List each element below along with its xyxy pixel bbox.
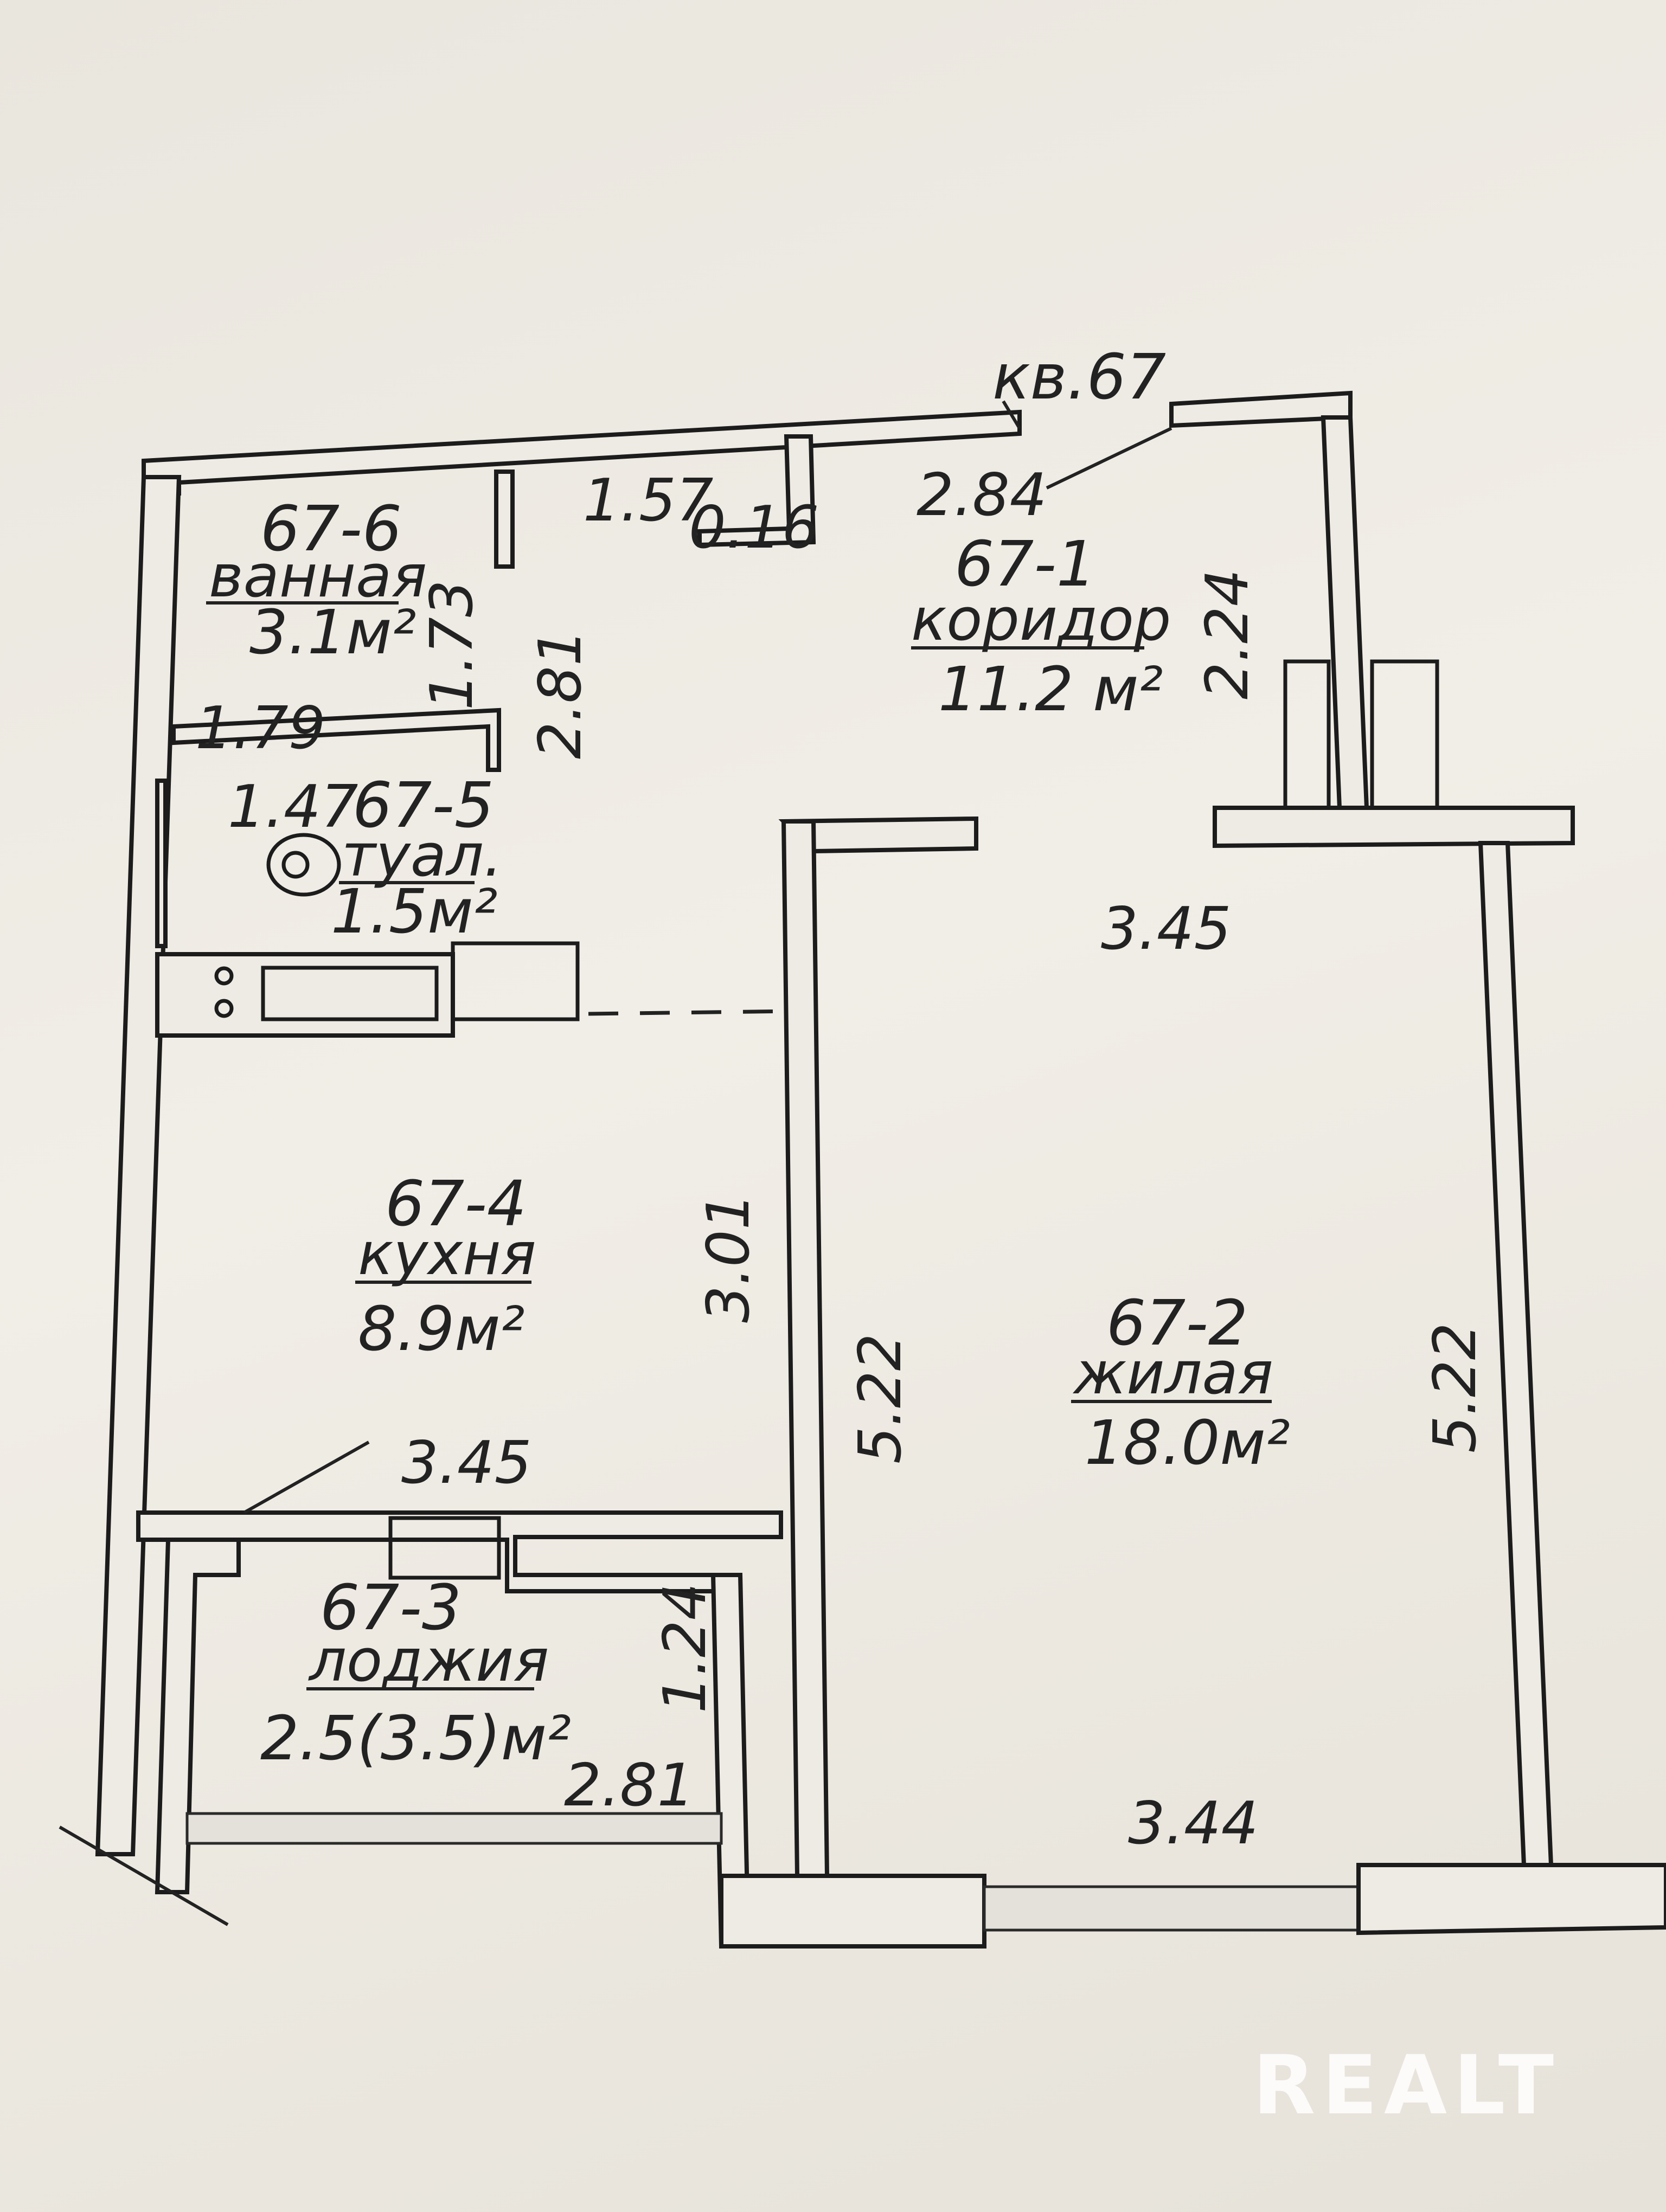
room-living-area: 18.0м²	[1085, 1408, 1290, 1478]
room-kitchen: 67-4 кухня 8.9м²	[355, 1168, 536, 1365]
room-living: 67-2 жилая 18.0м²	[1071, 1287, 1290, 1478]
dim-284: 2.84	[917, 461, 1047, 529]
room-living-name: жилая	[1072, 1340, 1273, 1407]
living-window	[983, 1885, 1360, 1932]
stove-inner	[261, 966, 439, 1021]
dim-344: 3.44	[1128, 1790, 1258, 1857]
plan-walls	[59, 390, 1666, 1949]
dim-281-loggia: 2.81	[564, 1752, 694, 1819]
wall-living-top-right	[1213, 806, 1575, 848]
room-corridor-area: 11.2 м²	[938, 654, 1163, 725]
room-kitchen-id: 67-4	[385, 1168, 527, 1240]
leader-284	[1046, 427, 1172, 490]
partition-top-1	[494, 470, 515, 569]
wall-bottom-right	[1356, 1863, 1666, 1935]
wall-living-right	[1478, 841, 1554, 1867]
room-toilet: 67-5 туал. 1.5м²	[331, 769, 502, 947]
room-bath-area: 3.1м²	[249, 597, 416, 668]
dim-345-kitchen: 3.45	[401, 1429, 531, 1497]
loggia-door	[388, 1516, 501, 1580]
wall-top	[142, 409, 1022, 496]
room-bath: 67-6 ванная 3.1м²	[206, 493, 427, 668]
room-loggia-area: 2.5(3.5)м²	[260, 1703, 571, 1774]
leader-apartment	[1002, 400, 1021, 429]
toilet-seat	[281, 851, 310, 879]
dim-016: 0.16	[689, 494, 819, 562]
knob-1	[214, 966, 234, 986]
shaft-box-left	[1283, 659, 1331, 810]
room-loggia: 67-3 лоджия 2.5(3.5)м²	[260, 1572, 571, 1774]
wall-bottom	[719, 1874, 986, 1949]
leader-345-kitchen	[243, 1441, 370, 1514]
room-bath-name: ванная	[209, 543, 427, 610]
apartment-label: кв.67	[992, 341, 1166, 414]
partition-toilet	[155, 779, 168, 948]
dim-173: 1.73	[418, 580, 486, 710]
wall-center	[781, 819, 830, 1878]
dim-281-top: 2.81	[527, 629, 594, 759]
watermark-logo: REALT	[1253, 2039, 1561, 2133]
dim-345-corridor: 3.45	[1101, 895, 1231, 963]
shaft-box-right	[1370, 659, 1439, 810]
dim-179: 1.79	[195, 695, 325, 762]
room-living-id: 67-2	[1106, 1287, 1248, 1360]
counter-block	[451, 941, 580, 1021]
dim-522-right: 5.22	[1421, 1323, 1489, 1453]
partition-bath	[171, 708, 501, 772]
loggia-glazing	[185, 1812, 723, 1845]
room-corridor: 67-1 коридор 11.2 м²	[911, 528, 1171, 725]
room-kitchen-area: 8.9м²	[358, 1294, 525, 1365]
room-corridor-name: коридор	[911, 586, 1171, 654]
knob-2	[214, 999, 234, 1018]
dim-522-left: 5.22	[847, 1334, 914, 1464]
dim-124: 1.24	[651, 1583, 719, 1713]
dim-301: 3.01	[695, 1193, 762, 1323]
wall-loggia-left	[155, 1538, 241, 1894]
room-toilet-id: 67-5	[353, 769, 494, 842]
partition-top-2	[697, 434, 816, 548]
room-toilet-name: туал.	[342, 822, 502, 890]
room-kitchen-name: кухня	[358, 1220, 536, 1288]
dim-147: 1.47	[228, 773, 358, 841]
toilet-bowl	[266, 833, 341, 897]
dim-224: 2.24	[1194, 569, 1261, 699]
hatch-1	[59, 1825, 229, 1926]
dim-157: 1.57	[583, 467, 713, 535]
room-corridor-id: 67-1	[954, 528, 1096, 601]
room-loggia-name: лоджия	[308, 1627, 549, 1695]
room-bath-id: 67-6	[260, 493, 402, 565]
room-toilet-area: 1.5м²	[331, 877, 498, 947]
room-loggia-id: 67-3	[320, 1572, 462, 1644]
kitchen-boundary	[588, 1009, 792, 1016]
